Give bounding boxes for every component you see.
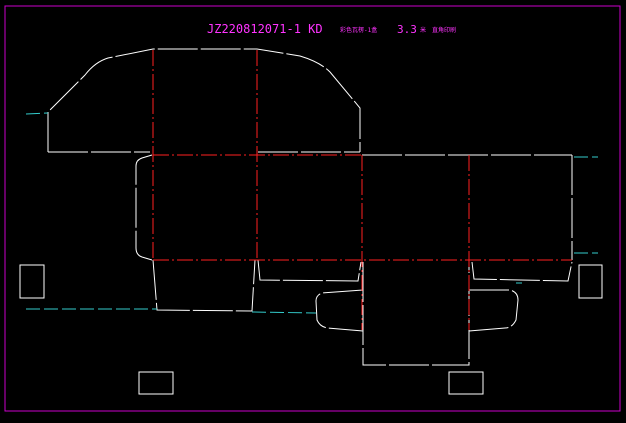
reg-box-bottom-right [448, 371, 484, 395]
top-lid-outline [47, 48, 361, 152]
reg-box-right [578, 264, 603, 299]
guide-center-bottom [251, 311, 317, 314]
title-description: 彩色瓦楞-1盒 [340, 26, 377, 34]
fold-lines [152, 50, 572, 330]
title-code: JZ220812071-1 KD [207, 22, 323, 36]
registration-marks [19, 264, 603, 395]
title-quantity: 3.3 [397, 23, 417, 36]
cut-lines [47, 48, 573, 366]
title-note: 直角印刷 [432, 26, 456, 34]
tab-between-1 [257, 259, 362, 282]
guide-left-top [25, 112, 49, 115]
bottom-flap-left [152, 259, 256, 312]
drawing-frame [4, 5, 621, 412]
glue-flap-outline [135, 154, 153, 261]
title-unit: 米 [420, 26, 426, 34]
reg-box-bottom-left [138, 371, 174, 395]
guide-lines [25, 112, 598, 314]
bottom-flap-center-outer [315, 289, 364, 332]
bottom-flap-center-right [468, 289, 519, 332]
tab-between-2 [471, 261, 573, 282]
bottom-flap-center [362, 262, 470, 366]
reg-box-left [19, 264, 45, 299]
